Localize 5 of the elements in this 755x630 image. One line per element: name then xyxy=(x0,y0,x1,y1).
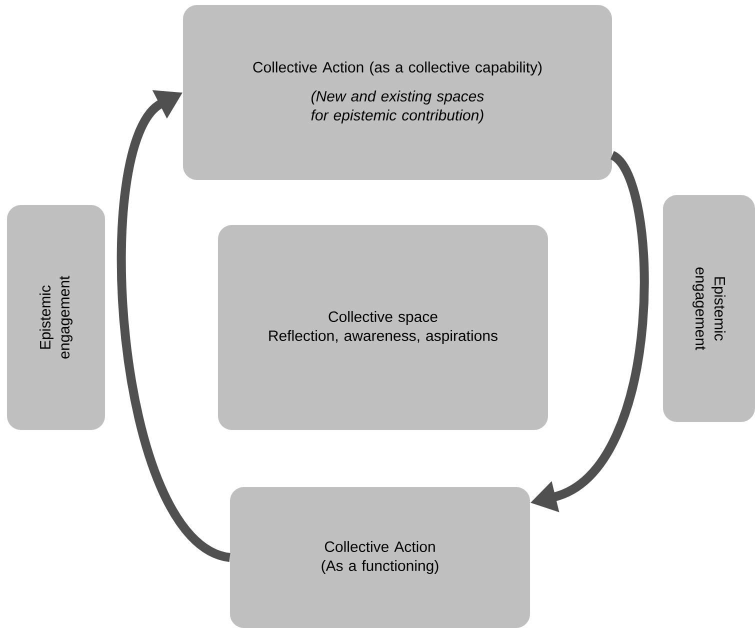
rounded-box: Epistemic engagement xyxy=(7,205,105,430)
rounded-box: Collective space Reflection, awareness, aspirations xyxy=(218,225,548,430)
rounded-box: Collective Action (As a functioning) xyxy=(230,487,530,628)
rounded-box: Collective Action (as a collective capability) (New and existing spaces for epistemic contribution) xyxy=(183,5,612,180)
rounded-box: Epistemic engagement xyxy=(663,195,755,422)
